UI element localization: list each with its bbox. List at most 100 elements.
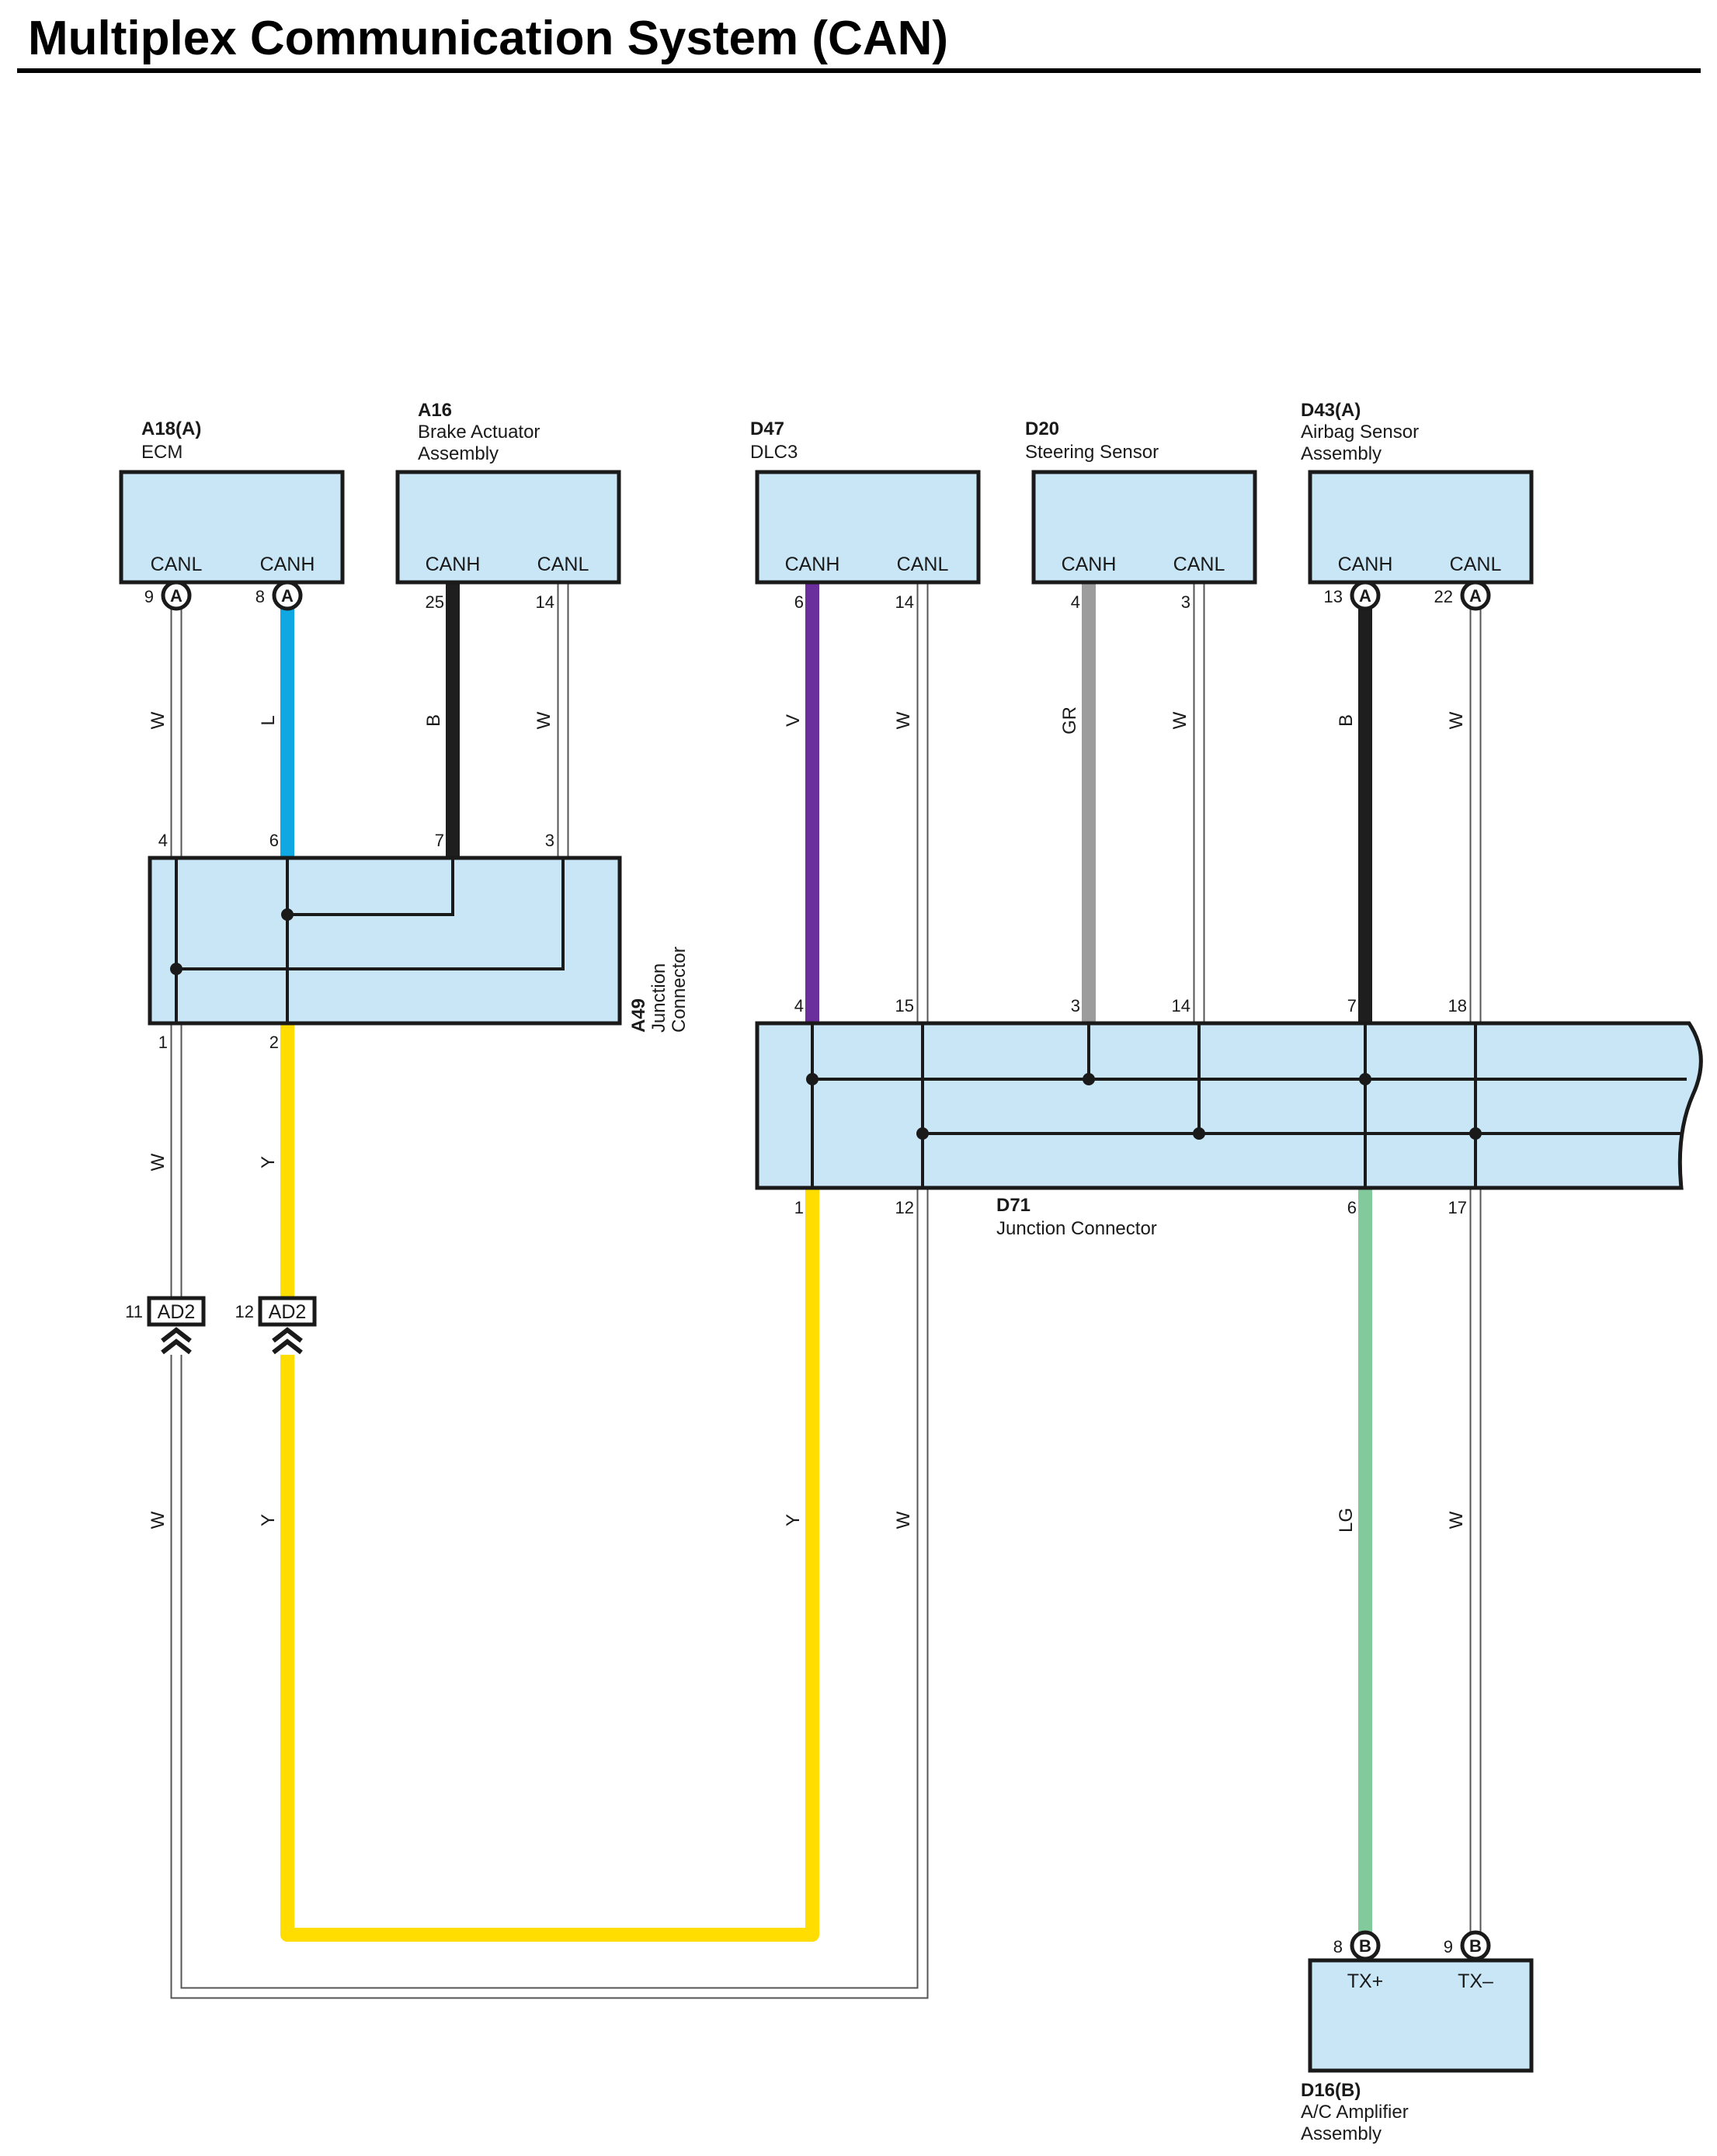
d20-pin-canh: CANH xyxy=(1062,554,1117,575)
a49-splice-canl xyxy=(170,963,182,975)
d20-box xyxy=(1031,470,1257,585)
a18-name: ECM xyxy=(141,442,182,463)
a16-pin-canh: CANH xyxy=(426,554,481,575)
a16-box xyxy=(395,470,621,585)
color-d47-canl: W xyxy=(893,711,914,729)
d16-connector-txp: B xyxy=(1350,1930,1381,1961)
d43-connector-canh: A xyxy=(1350,580,1381,611)
a49-code: A49 xyxy=(628,998,649,1033)
d71-splice-6 xyxy=(1469,1127,1482,1140)
d43-pin-canh: CANH xyxy=(1338,554,1393,575)
component-d20: D20 Steering Sensor CANH CANL xyxy=(1025,418,1257,585)
pin-a16-canl: 14 xyxy=(536,592,554,612)
color-ad2-12: Y xyxy=(258,1514,279,1526)
component-d47: D47 DLC3 CANH CANL xyxy=(750,418,981,585)
component-d71: D71 Junction Connector xyxy=(755,1021,1703,1239)
d43-code: D43(A) xyxy=(1301,400,1361,421)
title-rule xyxy=(17,68,1701,73)
d71-splice-4 xyxy=(916,1127,929,1140)
a18-connector-canh: A xyxy=(272,580,303,611)
ad2-connector-12: AD2 xyxy=(258,1296,317,1355)
pin-d71-14: 14 xyxy=(1172,996,1190,1016)
color-d71-6: LG xyxy=(1336,1508,1357,1533)
pin-d71-15: 15 xyxy=(895,996,914,1016)
d47-code: D47 xyxy=(750,418,784,439)
d20-pin-canl: CANL xyxy=(1173,554,1225,575)
color-a16-canh: B xyxy=(423,714,444,727)
connector-circles: A A A A B B xyxy=(161,580,1491,1961)
d16-pin-txp: TX+ xyxy=(1347,1970,1384,1992)
pin-d71-7: 7 xyxy=(1347,996,1357,1016)
color-d43-canh: B xyxy=(1336,714,1357,727)
pin-d20-canh: 4 xyxy=(1071,592,1080,612)
pin-d71-4: 4 xyxy=(794,996,804,1016)
color-d20-canl: W xyxy=(1170,711,1190,729)
d20-code: D20 xyxy=(1025,418,1059,439)
d71-code: D71 xyxy=(996,1195,1031,1216)
a49-splice-canh xyxy=(281,908,294,921)
a49-name-1: Junction xyxy=(648,963,669,1033)
component-a16: A16 Brake Actuator Assembly CANH CANL xyxy=(395,400,621,585)
a16-pin-canl: CANL xyxy=(537,554,589,575)
d16-connector-txm: B xyxy=(1460,1930,1491,1961)
pin-a18-canl: 9 xyxy=(144,587,154,606)
component-d16: TX+ TX– D16(B) A/C Amplifier Assembly xyxy=(1301,1958,1534,2144)
d43-name-1: Airbag Sensor xyxy=(1301,422,1419,443)
svg-text:A: A xyxy=(1359,586,1371,606)
color-a18-canl: W xyxy=(148,711,169,729)
color-ad2-11: W xyxy=(148,1511,169,1529)
color-d43-canl: W xyxy=(1446,711,1467,729)
d43-pin-canl: CANL xyxy=(1450,554,1502,575)
d43-connector-canl: A xyxy=(1460,580,1491,611)
ad2-label: AD2 xyxy=(269,1301,307,1323)
wires xyxy=(170,582,1482,1999)
d47-pin-canl: CANL xyxy=(897,554,949,575)
d71-splice-1 xyxy=(806,1073,819,1085)
pin-d71-6: 6 xyxy=(1347,1198,1357,1217)
color-d71-1: Y xyxy=(783,1514,804,1526)
component-a18: A18(A) ECM CANL CANH xyxy=(119,418,345,585)
component-d43: D43(A) Airbag Sensor Assembly CANH CANL xyxy=(1301,400,1534,585)
a49-box xyxy=(148,856,622,1026)
ad2-connector-11: AD2 xyxy=(147,1296,206,1355)
pin-ad2-11: 11 xyxy=(125,1302,143,1321)
d47-pin-canh: CANH xyxy=(785,554,840,575)
d71-splice-5 xyxy=(1193,1127,1205,1140)
page-title: Multiplex Communication System (CAN) xyxy=(28,12,948,65)
d16-box xyxy=(1308,1958,1534,2073)
pin-d20-canl: 3 xyxy=(1181,592,1190,612)
a18-pin-canh: CANH xyxy=(260,554,315,575)
d47-name: DLC3 xyxy=(750,442,798,463)
color-a18-canh: L xyxy=(258,715,279,725)
color-d71-17: W xyxy=(1446,1511,1467,1529)
d16-code: D16(B) xyxy=(1301,2080,1361,2101)
d71-box xyxy=(755,1021,1703,1190)
color-a49-2: Y xyxy=(258,1156,279,1168)
svg-text:A: A xyxy=(170,586,182,606)
pin-d71-1: 1 xyxy=(794,1198,804,1217)
a16-name-2: Assembly xyxy=(418,443,499,464)
pin-d71-12: 12 xyxy=(895,1198,914,1217)
pin-d71-3: 3 xyxy=(1071,996,1080,1016)
pin-a49-7: 7 xyxy=(435,831,444,850)
a49-name-2: Connector xyxy=(669,946,690,1033)
a18-connector-canl: A xyxy=(161,580,192,611)
pin-d43-canl: 22 xyxy=(1434,587,1453,606)
svg-text:B: B xyxy=(1469,1936,1482,1956)
a18-box xyxy=(119,470,345,585)
pin-d43-canh: 13 xyxy=(1324,587,1343,606)
pin-d47-canh: 6 xyxy=(794,592,804,612)
wire-color-labels: W L B W V W GR W B W W Y W Y Y W LG W xyxy=(148,707,1467,1533)
pin-ad2-12: 12 xyxy=(235,1302,254,1321)
pin-d71-18: 18 xyxy=(1448,996,1467,1016)
d71-splice-3 xyxy=(1359,1073,1371,1085)
a16-name-1: Brake Actuator xyxy=(418,422,540,443)
d71-splice-2 xyxy=(1083,1073,1095,1085)
a16-code: A16 xyxy=(418,400,452,421)
pin-d47-canl: 14 xyxy=(895,592,914,612)
d71-name: Junction Connector xyxy=(996,1218,1157,1239)
ad2-label: AD2 xyxy=(158,1301,196,1323)
svg-text:B: B xyxy=(1359,1936,1371,1956)
color-d20-canh: GR xyxy=(1059,707,1080,734)
